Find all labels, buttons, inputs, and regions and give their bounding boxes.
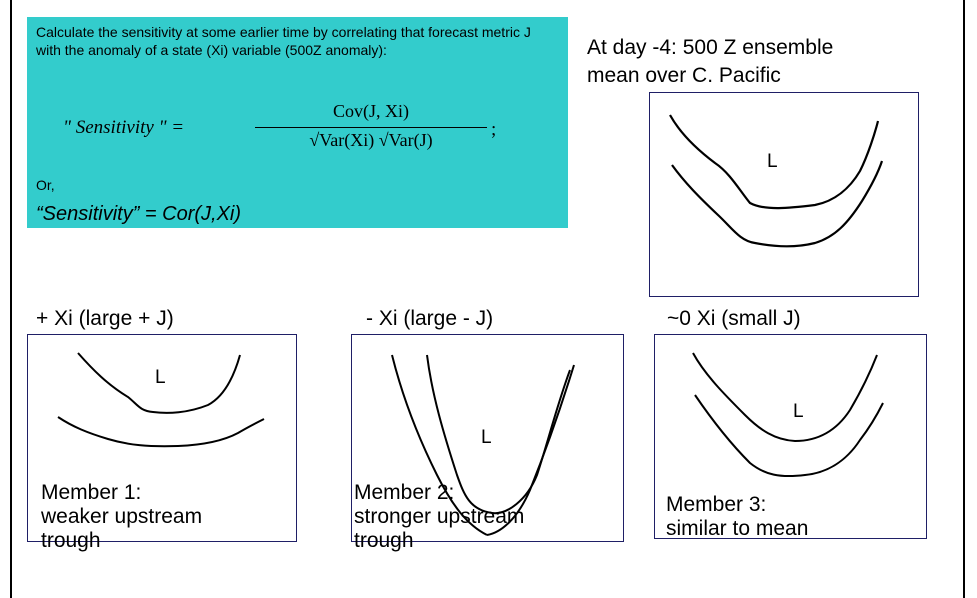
formula-lhs: " Sensitivity " = [63,117,185,138]
member-2-panel: L [351,334,624,542]
panel-2-heading: - Xi (large - J) [366,307,494,330]
low-label: L [155,367,166,388]
member-3-line-1: Member 3: [666,493,767,516]
member-2-line-3: trough [354,529,414,552]
member-3-caption: Member 3: similar to mean [666,493,808,541]
correlation-formula: “Sensitivity” = Cor(J,Xi) [36,203,242,225]
member-2-line-2: stronger upstream [354,505,525,528]
title-line-2: mean over C. Pacific [587,64,781,87]
panel-1-heading: + Xi (large + J) [36,307,174,330]
member-1-caption: Member 1: weaker upstream trough [41,481,202,553]
upper-contour [77,352,241,414]
upper-contour [692,352,878,443]
formula-numerator: Cov(J, Xi) [333,101,409,121]
lower-contour [671,160,884,248]
ensemble-mean-panel: L [649,92,919,297]
low-label: L [767,151,778,172]
lower-contour [694,394,884,478]
fraction-bar [255,127,487,128]
title-line-1: At day -4: 500 Z ensemble [587,36,834,59]
member-1-panel: L [27,334,297,542]
ensemble-mean-title: At day -4: 500 Z ensemble mean over C. P… [587,34,833,90]
member-1-sketch [57,352,265,448]
lower-contour [57,416,265,448]
formula-denominator: √Var(Xi) √Var(J) [309,130,433,150]
upper-contour [669,114,880,210]
member-1-line-2: weaker upstream [41,505,203,528]
member-2-caption: Member 2: stronger upstream trough [354,481,524,553]
low-label: L [481,427,492,448]
low-label: L [793,401,804,422]
member-1-line-3: trough [41,529,101,552]
right-contour [486,364,575,536]
member-2-sketch [391,354,575,536]
slide-frame [10,0,965,598]
member-2-line-1: Member 2: [354,481,455,504]
member-3-panel: L [654,334,927,539]
or-text: Or, [36,177,55,193]
panel-3-heading: ~0 Xi (small J) [667,307,801,330]
callout-intro-text: Calculate the sensitivity at some earlie… [36,24,531,58]
member-1-line-1: Member 1: [41,481,142,504]
left-contour [391,354,488,536]
member-3-sketch [692,352,884,478]
formula-fraction: Cov(J, Xi) √Var(Xi) √Var(J) [251,101,491,151]
member-3-line-2: similar to mean [666,517,809,540]
ensemble-mean-sketch [669,114,884,248]
formula-semicolon: ; [491,119,497,140]
sensitivity-callout: Calculate the sensitivity at some earlie… [27,17,568,228]
middle-contour [426,354,571,515]
sensitivity-formula: " Sensitivity " = Cov(J, Xi) √Var(Xi) √V… [63,101,533,169]
